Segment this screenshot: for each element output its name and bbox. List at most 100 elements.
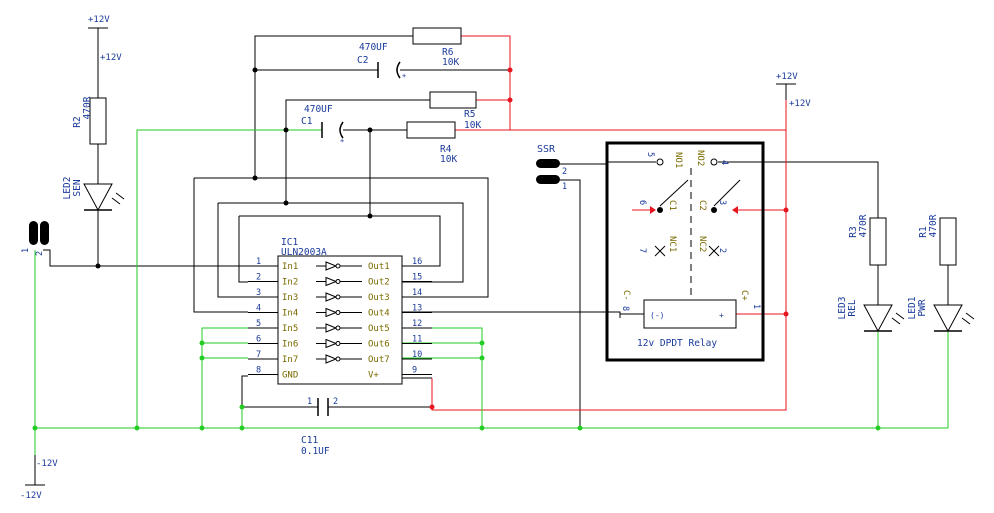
ic-pin-15: 15 <box>412 273 422 283</box>
ic-pin-14: 14 <box>412 288 422 298</box>
relay-nc2: NC2 <box>697 236 707 252</box>
buffer-gate-icon <box>325 338 338 349</box>
resistor-r5: R5 10K <box>429 91 481 131</box>
gnd-net: -12V <box>36 459 58 469</box>
relay-coil-plus: + <box>719 311 724 320</box>
buffer-gate-icon <box>325 323 338 333</box>
r4-value: 10K <box>440 154 457 165</box>
resistor-r2: R2 470R <box>72 96 107 145</box>
ic-pin-name-3: In3 <box>282 293 298 303</box>
c2-ref: C2 <box>357 55 368 66</box>
buffer-bubble-icon <box>335 341 341 346</box>
ssr-pin1: 1 <box>562 182 567 192</box>
led2-name: SEN <box>72 179 83 196</box>
junctions <box>32 67 881 431</box>
ic-pin-name-4: In4 <box>282 309 298 319</box>
led3-ref: LED3 <box>837 297 848 320</box>
ic-pin-name-5: In5 <box>282 324 298 334</box>
vcc-top-label: +12V <box>88 15 110 25</box>
led1-ref: LED1 <box>907 296 918 319</box>
r6-value: 10K <box>442 57 459 68</box>
relay-coil-minus: (-) <box>650 311 664 320</box>
relay-c2: C2 <box>697 200 707 211</box>
r1-ref: R1 <box>918 226 929 238</box>
ic-pin-7: 7 <box>256 350 261 360</box>
relay-pin1: 1 <box>751 304 761 309</box>
c2-plus: + <box>402 72 406 80</box>
relay-dpdt: 5 NO1 NO2 4 6 C1 C2 3 7 NC1 NC2 2 (-) + … <box>605 141 765 362</box>
resistor-r6: R6 10K <box>412 27 462 68</box>
relay-pin7: 7 <box>637 248 647 253</box>
ic-pin-name-14: Out3 <box>368 293 390 303</box>
led-led1: LED1 PWR <box>907 296 975 333</box>
r5-ref: R5 <box>464 109 475 120</box>
ic-pin-name-1: In1 <box>282 262 298 272</box>
ic-pin-11: 11 <box>412 335 422 345</box>
led-led3: LED3 REL <box>837 297 905 333</box>
r3-value: 470R <box>858 214 869 237</box>
ssr-pin2: 2 <box>562 167 567 177</box>
ic-pin-4: 4 <box>256 304 261 314</box>
red-wires <box>431 35 787 411</box>
green-wires <box>34 129 949 455</box>
led3-name: REL <box>847 299 858 316</box>
led-led2: LED2 SEN <box>62 177 125 212</box>
relay-pin2: 2 <box>717 248 727 253</box>
ssr-connector: SSR 2 1 <box>536 144 567 192</box>
r2-ref: R2 <box>72 116 83 127</box>
buffer-bubble-icon <box>335 310 341 315</box>
ic-pin-13: 13 <box>412 304 422 314</box>
capacitor-c2: 470UF C2 + <box>357 42 406 80</box>
vcc-right-label: +12V <box>776 72 798 82</box>
ic-pin-name-12: Out5 <box>368 324 390 334</box>
ic-pin-name-11: Out6 <box>368 340 390 350</box>
vcc-right-net: +12V <box>789 99 811 109</box>
capacitor-c1: 470UF C1 + <box>301 104 344 145</box>
buffer-bubble-icon <box>335 356 341 362</box>
ic-pin-16: 16 <box>412 257 422 267</box>
c11-value: 0.1UF <box>301 446 330 457</box>
resistor-r4: R4 10K <box>406 121 457 165</box>
r1-value: 470R <box>928 214 939 237</box>
input-pin2: 2 <box>35 251 45 256</box>
led1-name: PWR <box>917 299 928 316</box>
ssr-label: SSR <box>537 144 556 155</box>
c11-pin2: 2 <box>333 397 338 407</box>
relay-pin6: 6 <box>637 200 647 205</box>
relay-cplus: C+ <box>739 290 749 301</box>
c2-value: 470UF <box>359 42 388 53</box>
buffer-bubble-icon <box>335 263 341 269</box>
buffer-gate-icon <box>325 292 338 302</box>
relay-no2: NO2 <box>695 150 705 166</box>
input-pin1: 1 <box>21 248 31 253</box>
r4-ref: R4 <box>440 144 452 155</box>
ic1-part: ULN2003A <box>281 247 327 258</box>
capacitor-c11: 1 2 C11 0.1UF <box>301 397 338 457</box>
ic-pin-name-15: Out2 <box>368 278 390 288</box>
c1-value: 470UF <box>304 104 333 115</box>
buffer-bubble-icon <box>335 325 341 331</box>
ic-pin-1: 1 <box>256 257 261 267</box>
ic-pin-8: 8 <box>256 366 261 376</box>
ic-pin-12: 12 <box>412 319 422 329</box>
r2-value: 470R <box>82 96 93 119</box>
buffer-bubble-icon <box>335 279 341 284</box>
relay-pin5: 5 <box>645 152 655 157</box>
relay-no1: NO1 <box>673 152 683 168</box>
ic-pin-2: 2 <box>256 273 261 283</box>
buffer-gate-icon <box>325 276 338 287</box>
r5-value: 10K <box>464 120 481 131</box>
ic-pin-10: 10 <box>412 350 422 360</box>
ic-pin-name-10: Out7 <box>368 355 390 365</box>
r3-ref: R3 <box>848 226 859 237</box>
input-connector: 1 2 <box>21 221 49 256</box>
black-wires <box>25 27 949 486</box>
c1-ref: C1 <box>301 116 313 127</box>
buffer-bubble-icon <box>335 294 341 300</box>
relay-pin4: 4 <box>719 160 729 165</box>
resistor-r3: R3 470R <box>848 214 887 266</box>
ic-pin-name-13: Out4 <box>368 309 390 319</box>
relay-nc1: NC1 <box>667 236 677 252</box>
